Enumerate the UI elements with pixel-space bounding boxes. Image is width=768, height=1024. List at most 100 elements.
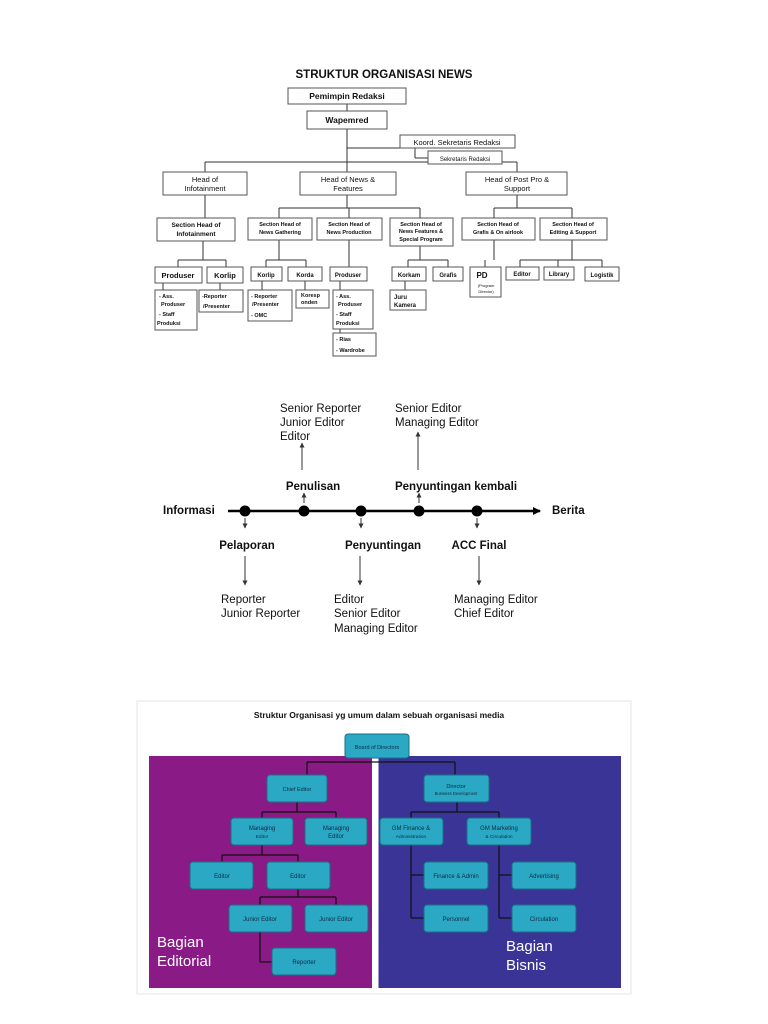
label-rias-2: - Wardrobe [336, 348, 365, 354]
flow-top2-line1: Senior Editor [395, 403, 462, 415]
label-korda: Korda [296, 273, 314, 279]
label-me2-2: Editor [328, 834, 344, 840]
node-editor-1 [189, 861, 254, 890]
label-gmf-1: GM Finance & [392, 826, 430, 832]
label-advertising: Advertising [529, 874, 559, 880]
label-sec-graf-2: Grafis & On airlook [473, 230, 524, 236]
label-pemimpin: Pemimpin Redaksi [309, 91, 385, 101]
node-pd [469, 266, 502, 298]
flow-step-pelaporan: Pelaporan [219, 540, 275, 552]
label-sec-gath-1: Section Head of [259, 222, 301, 228]
flow-top2-line2: Managing Editor [395, 417, 479, 429]
label-sec-feat-2: News Features & [399, 229, 443, 235]
node-head-infotainment [162, 171, 248, 196]
label-pd: PD [476, 271, 487, 280]
label-bagian-bisnis-1: Bagian [506, 938, 553, 955]
flow-bot1-line1: Reporter [221, 594, 266, 606]
node-pemimpin-redaksi [287, 87, 407, 105]
node-library [543, 266, 575, 281]
label-sec-graf-1: Section Head of [477, 222, 519, 228]
label-sec-edit-1: Section Head of [552, 222, 594, 228]
label-ass1-1: - Ass. [159, 294, 174, 300]
label-head-post-1: Head of Post Pro & [485, 175, 549, 184]
node-gm-marketing [466, 817, 532, 846]
label-ass2-3: - Staff [336, 312, 352, 318]
label-rep2-1: - Reporter [251, 294, 278, 300]
label-korkam: Korkam [398, 273, 420, 279]
flow-top1-line2: Junior Editor [280, 417, 345, 429]
node-juru-kamera [389, 289, 427, 311]
label-ass2-4: Produksi [336, 321, 360, 327]
media-org-chart: Struktur Organisasi yg umum dalam sebuah… [136, 700, 632, 995]
media-nodes [189, 733, 577, 976]
label-ass2-1: - Ass. [336, 294, 351, 300]
node-produser-2 [329, 266, 368, 282]
label-korlip-2: Korlip [257, 273, 275, 279]
node-wapemred [306, 110, 388, 130]
label-sec-edit-2: Editing & Support [550, 230, 597, 236]
node-board [344, 733, 410, 759]
node-chief-editor [266, 774, 328, 803]
node-reporter [271, 947, 337, 976]
label-sec-feat-3: Special Program [399, 237, 443, 243]
label-me1-1: Managing [249, 826, 275, 832]
node-koresponden [295, 289, 330, 309]
node-head-postpro [465, 171, 568, 196]
label-head-post-2: Support [504, 184, 531, 193]
label-me1-2: Editor [256, 834, 269, 840]
label-editor-1: Editor [214, 874, 230, 880]
label-juru-1: Juru [394, 295, 407, 301]
label-rep1-2: /Presenter [203, 304, 231, 310]
flow-step-penyuntingan-kembali: Penyuntingan kembali [395, 481, 517, 493]
label-reporter: Reporter [292, 960, 315, 966]
label-rep1-1: -Reporter [202, 294, 228, 300]
flow-bot2-line2: Senior Editor [334, 608, 401, 620]
node-sekred [427, 150, 503, 165]
label-ass1-3: - Staff [159, 312, 175, 318]
node-sec-features [389, 217, 454, 247]
node-director [423, 774, 490, 803]
label-koresp-2: onden [301, 300, 318, 306]
node-korkam [391, 266, 427, 282]
media-section-labels: Bagian Editorial Bagian Bisnis [157, 934, 553, 974]
label-sec-feat-1: Section Head of [400, 222, 442, 228]
flow-step-penyuntingan: Penyuntingan [345, 540, 421, 552]
flow-step-acc-final: ACC Final [452, 540, 507, 552]
flow-point-2 [298, 505, 310, 517]
label-editor-c1: Editor [513, 272, 531, 278]
label-sekred: Sekretaris Redaksi [440, 157, 490, 163]
node-grafis [432, 266, 464, 282]
label-editor-2: Editor [290, 874, 306, 880]
node-produser-1 [154, 266, 203, 284]
label-circulation: Circulation [530, 917, 558, 923]
flow-bot2-line1: Editor [334, 594, 364, 606]
label-sec-gath-2: News Gathering [259, 230, 301, 236]
label-pd-sub-2: Director) [478, 289, 494, 294]
label-koresp-1: Koresp [301, 293, 321, 299]
node-koord-sekred [399, 134, 516, 149]
label-sec-prod-1: Section Head of [328, 222, 370, 228]
label-grafis: Grafis [439, 273, 457, 279]
label-produser-2: Produser [335, 273, 362, 279]
label-rep2-2: /Presenter [252, 302, 280, 308]
label-sec-info-1: Section Head of [171, 222, 221, 229]
node-circulation [511, 904, 577, 933]
label-bagian-editorial-1: Bagian [157, 934, 204, 951]
flow-bot3-line2: Chief Editor [454, 608, 514, 620]
label-bagian-editorial-2: Editorial [157, 953, 211, 970]
news-org-labels: STRUKTUR ORGANISASI NEWS Pemimpin Redaks… [157, 69, 614, 354]
flow-step-penulisan: Penulisan [286, 481, 340, 493]
node-korlip-1 [206, 266, 244, 284]
label-gmm-1: GM Marketing [480, 826, 518, 832]
node-reporter-2 [247, 289, 293, 322]
news-org-title: STRUKTUR ORGANISASI NEWS [296, 69, 473, 81]
label-gmm-2: & Circulation [485, 834, 513, 840]
label-sec-info-2: Infotainment [177, 231, 217, 238]
label-junior-1: Junior Editor [243, 917, 277, 923]
label-finance-admin: Finance & Admin [433, 874, 478, 880]
flow-end-label: Berita [552, 505, 585, 517]
label-chief-editor: Chief Editor [283, 787, 312, 793]
label-wapemred: Wapemred [325, 115, 368, 125]
flow-start-label: Informasi [163, 505, 215, 517]
